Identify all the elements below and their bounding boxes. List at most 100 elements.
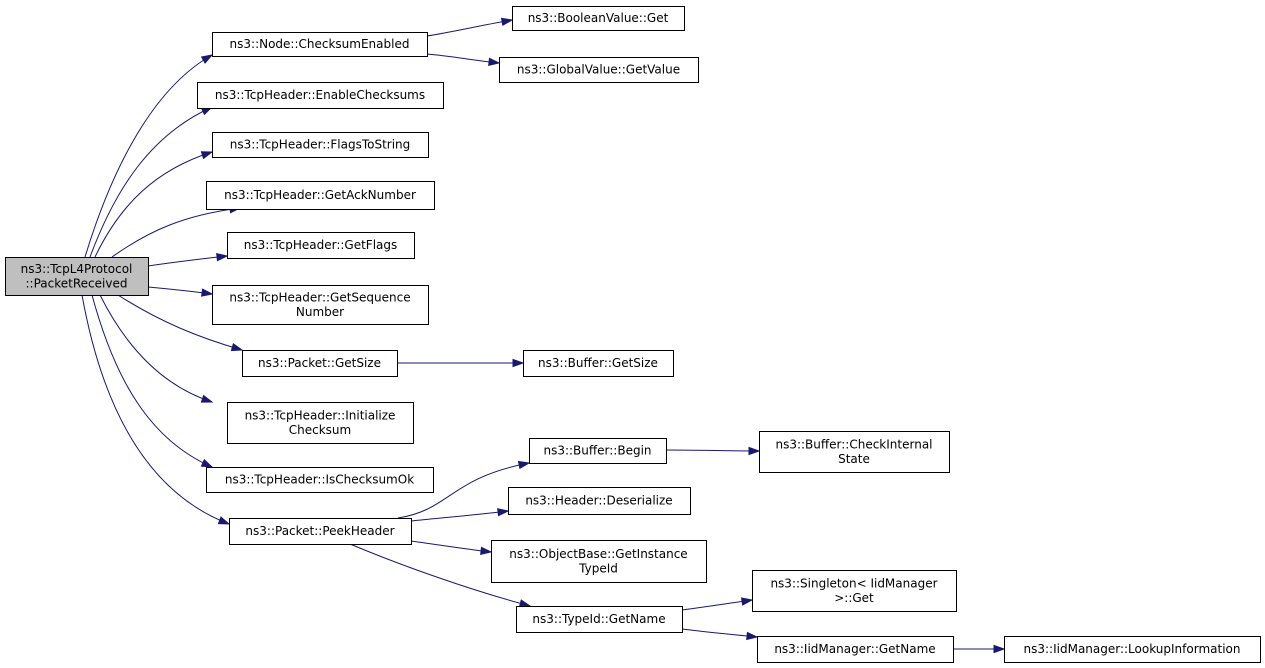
node-globalgetvalue[interactable]: ns3::GlobalValue::GetValue: [499, 57, 699, 83]
edge-checksumenabled-to-booleanget: [426, 17, 514, 37]
node-label-line: ns3::Buffer::CheckInternal: [775, 437, 932, 451]
edge-line: [89, 106, 213, 258]
edge-root-to-peekheader: [81, 294, 231, 525]
node-label-line: ns3::GlobalValue::GetValue: [517, 63, 680, 77]
edge-line: [426, 53, 500, 64]
node-box: [206, 181, 435, 210]
node-label-line: ns3::TypeId::GetName: [532, 612, 665, 626]
edge-root-to-checksumenabled: [84, 54, 214, 258]
node-peekheader[interactable]: ns3::Packet::PeekHeader: [229, 518, 412, 545]
arrowhead-icon: [748, 446, 761, 456]
node-box: [512, 6, 685, 31]
edge-typeidgetname-to-singletonget: [681, 597, 754, 611]
node-iidgetname[interactable]: ns3::IidManager::GetName: [757, 636, 954, 663]
node-label-line: ns3::TcpHeader::FlagsToString: [230, 138, 411, 152]
edge-line: [94, 151, 213, 258]
node-box: [1004, 636, 1261, 663]
node-label-line: ns3::IidManager::GetName: [774, 642, 935, 656]
arrowhead-icon: [500, 17, 514, 26]
node-label-line: Checksum: [289, 423, 351, 437]
node-label-line: ns3::TcpL4Protocol: [21, 262, 133, 276]
node-label-line: ::PacketReceived: [26, 276, 128, 290]
node-box: [197, 82, 444, 109]
node-label-line: ns3::TcpHeader::Initialize: [245, 408, 396, 422]
node-label-line: >::Get: [834, 591, 874, 605]
node-label-line: TypeId: [578, 561, 618, 575]
node-buffergetsize[interactable]: ns3::Buffer::GetSize: [523, 350, 674, 377]
arrowhead-icon: [740, 597, 754, 606]
node-label-line: ns3::Packet::PeekHeader: [245, 524, 394, 538]
node-bufferbegin[interactable]: ns3::Buffer::Begin: [529, 438, 667, 464]
edge-root-to-packetgetsize: [117, 294, 244, 352]
node-box: [227, 402, 414, 444]
node-label-line: ns3::TcpHeader::GetAckNumber: [224, 188, 416, 202]
node-checksumenabled[interactable]: ns3::Node::ChecksumEnabled: [212, 32, 428, 57]
arrowhead-icon: [518, 599, 532, 608]
node-packetgetsize[interactable]: ns3::Packet::GetSize: [242, 350, 398, 377]
arrowhead-icon: [512, 358, 525, 368]
node-box: [516, 606, 683, 633]
edge-line: [665, 449, 760, 452]
node-label-line: ns3::Singleton< IidManager: [770, 576, 937, 590]
node-box: [227, 232, 415, 259]
edge-root-to-getacknumber: [111, 205, 242, 258]
node-label-line: ns3::Node::ChecksumEnabled: [230, 37, 410, 51]
edge-line: [111, 207, 241, 258]
node-singletonget[interactable]: ns3::Singleton< IidManager>::Get: [752, 570, 957, 612]
node-enablechecksums[interactable]: ns3::TcpHeader::EnableChecksums: [197, 82, 444, 109]
arrowhead-icon: [216, 252, 229, 262]
node-box: [5, 257, 149, 296]
edge-peekheader-to-bufferbegin: [397, 460, 531, 519]
node-box: [242, 350, 398, 377]
arrowhead-icon: [200, 151, 214, 160]
arrowhead-icon: [746, 631, 759, 641]
nodes-layer: ns3::TcpL4Protocol::PacketReceived ns3::N…: [5, 6, 1261, 663]
node-label-line: State: [838, 452, 870, 466]
arrowhead-icon: [200, 458, 214, 468]
arrowhead-icon: [217, 516, 231, 525]
edge-peekheader-to-getinstancetypeid: [410, 540, 493, 555]
node-flagstostring[interactable]: ns3::TcpHeader::FlagsToString: [212, 132, 429, 158]
edge-root-to-initializechecksum: [99, 294, 214, 403]
node-label-line: ns3::TcpHeader::IsChecksumOk: [225, 473, 414, 487]
arrowhead-icon: [488, 57, 501, 67]
node-lookupinformation[interactable]: ns3::IidManager::LookupInformation: [1004, 636, 1261, 663]
edge-peekheader-to-deserialize: [410, 508, 510, 522]
arrowhead-icon: [201, 288, 214, 297]
node-box: [206, 467, 434, 493]
node-root: ns3::TcpL4Protocol::PacketReceived: [5, 257, 149, 296]
node-box: [759, 431, 950, 473]
node-box: [757, 636, 954, 663]
edge-line: [410, 540, 492, 553]
edge-line: [117, 294, 243, 351]
node-booleanget[interactable]: ns3::BooleanValue::Get: [512, 6, 685, 31]
edge-line: [681, 628, 758, 638]
node-deserialize[interactable]: ns3::Header::Deserialize: [508, 487, 691, 515]
node-getacknumber[interactable]: ns3::TcpHeader::GetAckNumber: [206, 181, 435, 210]
edge-line: [349, 543, 531, 607]
node-typeidgetname[interactable]: ns3::TypeId::GetName: [516, 606, 683, 633]
node-box: [212, 32, 428, 57]
edge-line: [84, 54, 213, 258]
node-label-line: ns3::Header::Deserialize: [525, 494, 672, 508]
node-label-line: Number: [296, 305, 344, 319]
node-getflags[interactable]: ns3::TcpHeader::GetFlags: [227, 232, 415, 259]
edge-bufferbegin-to-checkinternalstate: [665, 446, 761, 456]
node-ischecksumok[interactable]: ns3::TcpHeader::IsChecksumOk: [206, 467, 434, 493]
node-box: [491, 540, 707, 583]
node-box: [508, 487, 691, 515]
edge-root-to-ischecksumok: [91, 294, 214, 468]
edge-line: [147, 255, 228, 267]
node-box: [529, 438, 667, 464]
edge-typeidgetname-to-iidgetname: [681, 628, 759, 641]
arrowhead-icon: [497, 508, 510, 517]
arrowhead-icon: [230, 343, 244, 352]
node-label-line: ns3::Packet::GetSize: [258, 356, 381, 370]
edge-packetgetsize-to-buffergetsize: [396, 358, 525, 368]
node-box: [499, 57, 699, 83]
